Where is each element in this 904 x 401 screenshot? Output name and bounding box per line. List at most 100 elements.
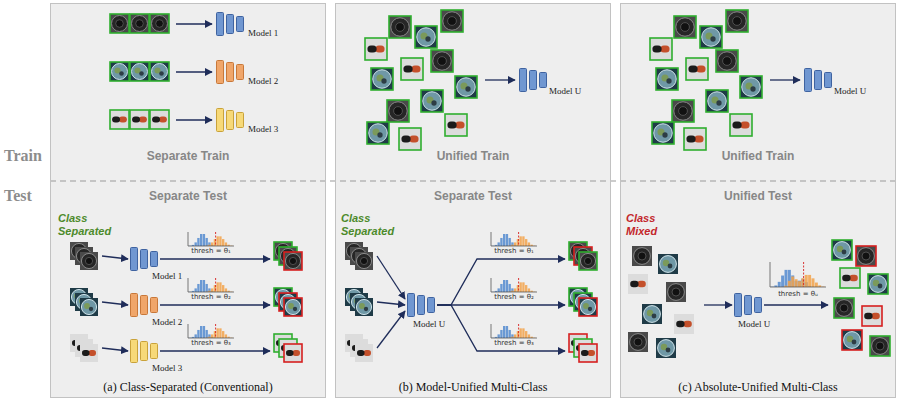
method-panel: Unified TrainSeparate TestClass Separate… xyxy=(335,3,611,398)
model-icon: Model U xyxy=(734,293,762,317)
model-icon: Model U xyxy=(407,293,435,317)
threshold-label: thresh = θ₁ xyxy=(494,247,534,255)
sample-image xyxy=(628,274,648,294)
sample-image xyxy=(80,252,98,270)
model-name: Model 2 xyxy=(248,76,278,86)
flow-arrow xyxy=(437,259,565,305)
method-panel: Unified TrainUnified TestClass Mixed(c) … xyxy=(620,3,896,398)
network-layers xyxy=(407,293,435,317)
panel-ground xyxy=(335,3,611,398)
sample-image xyxy=(579,252,597,270)
sample-image xyxy=(652,122,674,144)
sample-image xyxy=(80,344,98,362)
sample-image xyxy=(842,330,862,350)
model-name: Model 1 xyxy=(152,271,182,281)
sample-image xyxy=(684,128,706,150)
score-histogram xyxy=(491,232,537,246)
network-layers xyxy=(734,293,762,317)
model-name: Model U xyxy=(738,319,770,329)
sample-image xyxy=(80,298,98,316)
flow-arrow xyxy=(770,79,800,80)
model-icon: Model 3 xyxy=(216,108,244,132)
score-histogram xyxy=(491,324,537,338)
sample-image xyxy=(656,68,678,90)
test-setting-note: Class Separated xyxy=(341,212,403,237)
model-icon: Model 2 xyxy=(130,293,158,317)
sample-image xyxy=(401,58,423,80)
sample-image xyxy=(658,254,678,274)
score-histogram xyxy=(188,278,234,292)
sample-image xyxy=(716,50,738,72)
model-icon: Model 3 xyxy=(130,339,158,363)
panel-caption: (b) Model-Unified Multi-Class xyxy=(399,381,548,395)
panel-caption: (a) Class-Separated (Conventional) xyxy=(103,381,272,395)
network-layers xyxy=(130,247,158,271)
sample-image xyxy=(389,16,411,38)
sample-image xyxy=(455,76,477,98)
sample-image xyxy=(284,252,302,270)
stage-title: Separate Test xyxy=(149,190,227,204)
flow-arrow xyxy=(377,311,405,348)
sample-image xyxy=(674,314,694,334)
sample-image xyxy=(110,14,129,33)
sample-image xyxy=(130,14,149,33)
model-name: Model U xyxy=(549,86,581,96)
flow-arrow xyxy=(437,304,565,305)
flow-arrow xyxy=(176,119,212,120)
stage-title: Unified Train xyxy=(437,150,510,164)
panel-ground xyxy=(50,3,326,398)
network-layers xyxy=(216,12,244,36)
panel-ground xyxy=(620,3,896,398)
panel-caption: (c) Absolute-Unified Multi-Class xyxy=(678,381,837,395)
sample-image xyxy=(628,332,648,352)
model-icon: Model 2 xyxy=(216,60,244,84)
sample-image xyxy=(371,68,393,90)
network-layers xyxy=(216,108,244,132)
sample-image xyxy=(740,76,762,98)
threshold-label: thresh = θ₂ xyxy=(494,293,534,301)
sample-image xyxy=(666,282,686,302)
model-icon: Model U xyxy=(519,68,547,92)
sample-image xyxy=(726,10,748,32)
sample-image xyxy=(674,16,696,38)
sample-image xyxy=(415,26,437,48)
threshold-label: thresh = θ₁ xyxy=(191,247,231,255)
sample-image xyxy=(284,344,302,362)
sample-image xyxy=(387,100,409,122)
flow-arrow xyxy=(160,304,270,305)
sample-image xyxy=(365,38,387,60)
flow-arrow xyxy=(437,305,565,351)
sample-image xyxy=(832,240,852,260)
flow-arrow xyxy=(377,302,405,305)
sample-image xyxy=(431,50,453,72)
flow-arrow xyxy=(160,258,270,259)
sample-image xyxy=(150,110,169,129)
test-setting-note: Class Mixed xyxy=(626,212,688,237)
model-name: Model U xyxy=(413,319,445,329)
stage-title: Separate Test xyxy=(434,190,512,204)
sample-image xyxy=(840,268,860,288)
model-name: Model 3 xyxy=(152,363,182,373)
sample-image xyxy=(868,274,888,294)
stage-title: Unified Test xyxy=(724,190,792,204)
score-histogram xyxy=(770,262,826,287)
sample-image xyxy=(399,128,421,150)
model-icon: Model U xyxy=(804,68,832,92)
sample-image xyxy=(355,252,373,270)
stage-label: Train xyxy=(4,147,42,165)
sample-image xyxy=(650,38,672,60)
sample-image xyxy=(856,246,876,266)
sample-image xyxy=(579,344,597,362)
sample-image xyxy=(367,122,389,144)
model-name: Model 1 xyxy=(248,28,278,38)
flow-arrow xyxy=(764,304,828,305)
network-layers xyxy=(130,339,158,363)
network-layers xyxy=(216,60,244,84)
sample-image xyxy=(632,246,652,266)
network-layers xyxy=(130,293,158,317)
network-layers xyxy=(804,68,832,92)
sample-image xyxy=(441,10,463,32)
sample-image xyxy=(421,90,443,112)
model-icon: Model 1 xyxy=(130,247,158,271)
flow-arrow xyxy=(377,256,405,299)
